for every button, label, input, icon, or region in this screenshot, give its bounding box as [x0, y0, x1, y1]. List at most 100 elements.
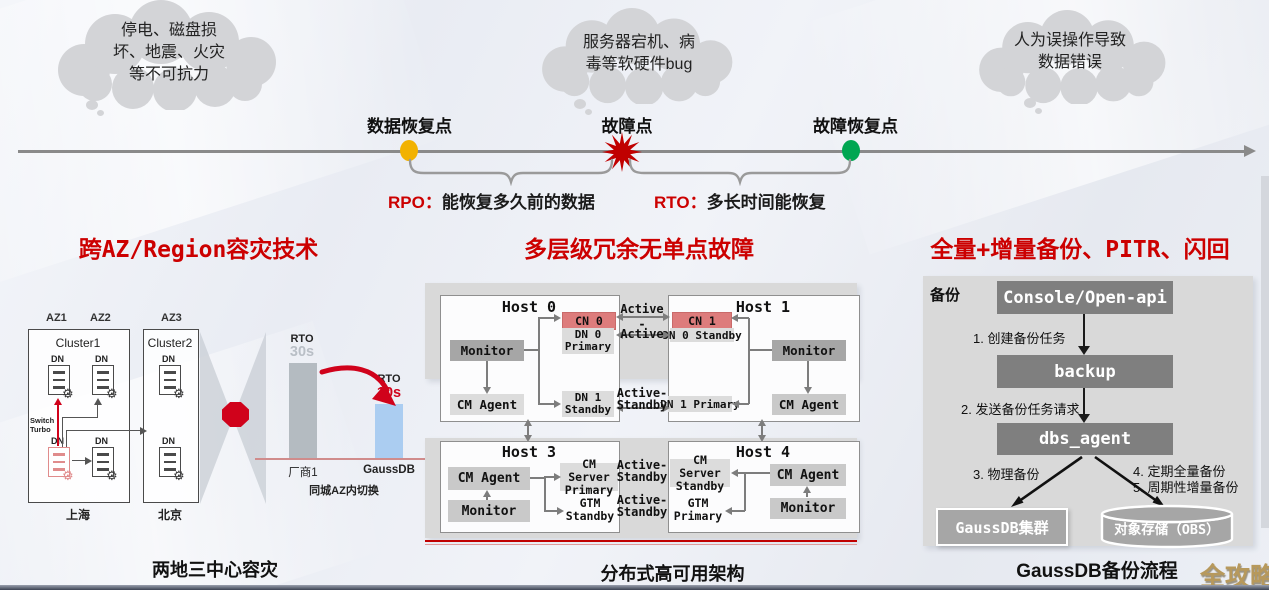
arrow-left-icon: [616, 404, 623, 412]
host0-monitor: Monitor: [450, 340, 524, 361]
flow-arrow-line: [1083, 314, 1085, 348]
arrow-down-icon: [1078, 346, 1090, 355]
failure-starburst-icon: [602, 132, 642, 172]
connector-line: [66, 430, 68, 447]
active-standby-label: Active-: [616, 493, 668, 507]
active-standby-label: Standby: [616, 398, 668, 412]
connector-line: [538, 317, 555, 319]
gaussdb-category-label: GaussDB: [363, 464, 415, 476]
right-edge-strip: [1261, 176, 1269, 528]
timeline-arrowhead-icon: [1244, 145, 1256, 157]
middle-column-title: 多层级冗余无单点故障: [524, 237, 754, 263]
connector-line: [62, 417, 98, 419]
dn-label: DN: [162, 436, 175, 446]
console-openapi-node: Console/Open-api: [997, 281, 1173, 314]
cloud-tail-bubble: [1024, 98, 1036, 108]
vendor-bar-value: 30s: [289, 344, 315, 360]
connector-line: [748, 318, 750, 404]
cloud-text-human-error: 人为误操作导致数据错误: [1013, 32, 1126, 71]
left-column-title: 跨AZ/Region容灾技术: [78, 237, 319, 263]
host0-title: Host 0: [501, 298, 557, 316]
backup-step-2: 2. 发送备份任务请求: [961, 402, 1080, 417]
connector-line: [744, 472, 746, 511]
dn-node-server-icon-standby: [48, 447, 70, 477]
right-column-caption: GaussDB备份流程: [1016, 561, 1178, 582]
cluster1-name: Cluster1: [55, 336, 101, 350]
switch-arrow-line: [57, 404, 59, 446]
connector-line: [544, 510, 558, 512]
active-active-label: Active: [620, 302, 664, 316]
connector-line: [538, 403, 555, 405]
host1-monitor: Monitor: [772, 340, 846, 361]
host0-cm-agent: CM Agent: [450, 394, 524, 415]
gear-icon: ⚙: [106, 386, 118, 401]
arrow-down-icon: [524, 435, 532, 442]
host3-cm-agent: CM Agent: [448, 467, 530, 490]
arrow-up-icon: [758, 419, 766, 426]
cloud-tail-bubble: [86, 100, 98, 110]
arrow-up-icon: [803, 486, 811, 493]
gear-icon: ⚙: [106, 468, 118, 483]
rpo-brace: [408, 158, 614, 186]
cloud-tail-bubble: [574, 99, 586, 109]
arrow-up-icon: [94, 398, 102, 405]
flow-arrow-line: [1083, 388, 1085, 416]
arrow-up-icon: [483, 490, 491, 497]
active-active-dash: -: [638, 317, 646, 331]
double-arrow-line: [761, 424, 763, 437]
cloud-shape-disasters: [58, 0, 276, 110]
connector-line: [530, 477, 545, 479]
arrow-right-icon: [554, 473, 561, 481]
host3-title: Host 3: [501, 443, 557, 461]
chart-xlabel: 同城AZ内切换: [309, 485, 379, 497]
rpo-definition: RPO：能恢复多久前的数据: [388, 188, 595, 213]
connector-line: [72, 460, 86, 462]
dn-label: DN: [162, 354, 175, 364]
failure-recovery-dot: [842, 140, 860, 161]
active-standby-label: Standby: [616, 470, 668, 484]
connector-line: [538, 318, 540, 404]
dbs-agent-node: dbs_agent: [997, 423, 1173, 455]
switch-arrow-up-icon: [54, 398, 62, 405]
double-arrow-line: [527, 424, 529, 437]
backup-step-5: 5. 周期性增量备份: [1133, 480, 1239, 495]
arrow-left-icon: [616, 313, 623, 321]
gear-icon: ⚙: [62, 468, 74, 483]
middle-red-rule-thin: [425, 544, 857, 545]
host1-title: Host 1: [735, 298, 791, 316]
vendor-category-label: 厂商1: [288, 467, 318, 479]
active-standby-label: Active-: [616, 458, 668, 472]
backup-node: backup: [997, 355, 1173, 388]
arrow-right-icon: [140, 427, 147, 435]
connector-line: [97, 404, 99, 418]
connector-line: [737, 472, 745, 474]
dn-node-server-icon: [92, 365, 114, 395]
chart-baseline: [255, 458, 445, 460]
arrow-right-icon: [663, 313, 670, 321]
cloud-shape-human-error: [979, 10, 1166, 104]
backup-step-3: 3. 物理备份: [973, 467, 1040, 482]
arrow-left-icon: [616, 331, 623, 339]
backup-panel: [923, 276, 1253, 546]
connector-line: [486, 496, 488, 500]
dn-node-server-icon: [48, 365, 70, 395]
arrow-right-icon: [557, 507, 564, 515]
host1-cm-agent: CM Agent: [772, 394, 846, 415]
connector-line: [544, 477, 546, 511]
arrow-up-icon: [524, 419, 532, 426]
connector-line: [748, 349, 772, 351]
cloud-text-server-bugs: 服务器宕机、病毒等软硬件bug: [582, 34, 695, 73]
arrow-right-icon: [85, 457, 92, 465]
dn-label: DN: [51, 354, 64, 364]
bottom-bar: [0, 585, 1269, 590]
right-column-title: 全量+增量备份、PITR、闪回: [930, 237, 1230, 263]
active-standby-label: Standby: [616, 505, 668, 519]
rto-term: RTO：: [654, 193, 707, 212]
host3-monitor: Monitor: [448, 500, 530, 522]
arrow-left-icon: [731, 469, 738, 477]
